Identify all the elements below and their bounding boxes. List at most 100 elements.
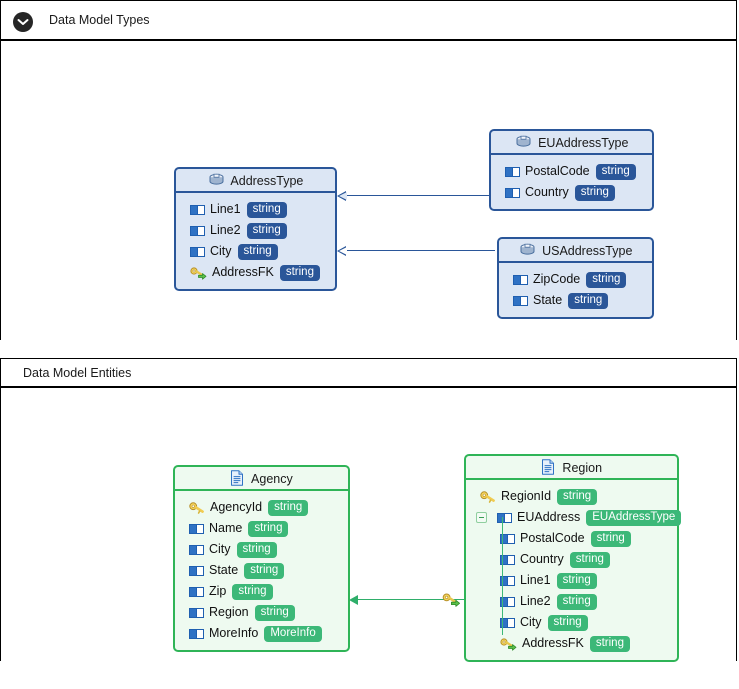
field-row[interactable]: City string	[176, 241, 335, 262]
field-type-badge: string	[246, 201, 287, 218]
field-row[interactable]: Country string	[491, 182, 652, 203]
attribute-icon	[505, 187, 520, 198]
panel-data-model-entities: Data Model Entities	[0, 358, 737, 689]
field-type-badge: string	[246, 222, 287, 239]
primary-key-icon	[480, 490, 496, 504]
attribute-icon	[189, 628, 204, 639]
field-name: City	[210, 244, 232, 258]
attribute-icon	[500, 533, 515, 544]
field-name: Line2	[210, 223, 241, 237]
entity-icon	[230, 470, 244, 486]
field-name: MoreInfo	[209, 626, 259, 640]
attribute-icon	[190, 246, 205, 257]
panel-header-entities: Data Model Entities	[1, 359, 736, 388]
field-row[interactable]: PostalCode string	[466, 528, 677, 549]
foreign-key-icon	[190, 265, 207, 280]
chevron-down-icon[interactable]	[13, 12, 33, 32]
field-type-badge: string	[279, 264, 320, 281]
field-name: Name	[209, 521, 243, 535]
field-name: EUAddress	[517, 510, 581, 524]
field-name: Line1	[210, 202, 241, 216]
field-type-badge: EUAddressType	[586, 509, 682, 526]
field-row[interactable]: Region string	[175, 602, 348, 623]
field-row[interactable]: RegionId string	[466, 486, 677, 507]
field-row[interactable]: Line1 string	[466, 570, 677, 591]
node-agency[interactable]: Agency AgencyId string	[173, 465, 350, 652]
field-name: AddressFK	[212, 265, 274, 279]
field-row[interactable]: State string	[175, 560, 348, 581]
node-title-label: Agency	[251, 472, 293, 486]
field-name: Country	[525, 185, 569, 199]
attribute-icon	[190, 204, 205, 215]
field-name: Country	[520, 552, 564, 566]
field-row[interactable]: EUAddress EUAddressType	[466, 507, 682, 528]
panel-header-types: Data Model Types	[1, 1, 736, 41]
node-body-euaddresstype: PostalCode string Country string	[491, 155, 652, 209]
field-row[interactable]: City string	[175, 539, 348, 560]
field-type-badge: string	[586, 271, 627, 288]
field-type-badge: string	[236, 541, 277, 558]
attribute-icon	[513, 295, 528, 306]
field-row[interactable]: PostalCode string	[491, 161, 652, 182]
node-body-usaddresstype: ZipCode string State string	[499, 263, 652, 317]
field-type-badge: string	[556, 572, 597, 589]
field-row[interactable]: Line1 string	[176, 199, 335, 220]
complex-type-icon	[515, 134, 532, 149]
attribute-icon	[513, 274, 528, 285]
field-row[interactable]: Country string	[466, 549, 677, 570]
field-row[interactable]: State string	[499, 290, 652, 311]
field-type-badge: string	[268, 499, 309, 516]
connector-euaddresstype-to-addresstype	[337, 191, 489, 201]
field-row[interactable]: AgencyId string	[175, 497, 348, 518]
node-euaddresstype[interactable]: EUAddressType PostalCode string Country …	[489, 129, 654, 211]
field-name: Line2	[520, 594, 551, 608]
field-row[interactable]: Zip string	[175, 581, 348, 602]
foreign-key-icon	[442, 591, 461, 611]
attribute-icon	[189, 523, 204, 534]
field-name: RegionId	[501, 489, 552, 503]
field-row[interactable]: AddressFK string	[466, 633, 677, 654]
field-type-badge: MoreInfo	[264, 625, 322, 642]
field-name: State	[209, 563, 239, 577]
field-name: State	[533, 293, 563, 307]
field-name: Line1	[520, 573, 551, 587]
complex-type-icon	[519, 242, 536, 257]
node-title-label: EUAddressType	[538, 136, 629, 150]
attribute-icon	[500, 575, 515, 586]
node-addresstype[interactable]: AddressType Line1 string Line2 string Ci…	[174, 167, 337, 291]
node-title-label: Region	[562, 461, 603, 475]
solid-triangle-arrowhead	[349, 595, 358, 605]
field-name: AgencyId	[210, 500, 263, 514]
node-title-usaddresstype: USAddressType	[499, 239, 652, 263]
panel-title-types: Data Model Types	[49, 13, 150, 27]
collapse-expander-toggle[interactable]	[476, 512, 487, 523]
node-usaddresstype[interactable]: USAddressType ZipCode string State strin…	[497, 237, 654, 319]
field-type-badge: string	[244, 562, 285, 579]
field-name: Region	[209, 605, 249, 619]
tree-connector-line	[502, 517, 503, 635]
field-row[interactable]: AddressFK string	[176, 262, 335, 283]
field-type-badge: string	[254, 604, 295, 621]
field-row[interactable]: ZipCode string	[499, 269, 652, 290]
field-type-badge: string	[589, 635, 630, 652]
attribute-icon	[505, 166, 520, 177]
attribute-icon	[189, 544, 204, 555]
field-name: PostalCode	[525, 164, 590, 178]
field-type-badge: string	[590, 530, 631, 547]
field-row[interactable]: City string	[466, 612, 677, 633]
panel-data-model-types: Data Model Types	[0, 0, 737, 379]
field-type-badge: string	[568, 292, 609, 309]
node-region[interactable]: Region RegionId string	[464, 454, 682, 662]
attribute-icon	[190, 225, 205, 236]
field-row[interactable]: MoreInfo MoreInfo	[175, 623, 348, 644]
attribute-icon	[500, 554, 515, 565]
entity-icon	[541, 459, 555, 475]
field-row[interactable]: Line2 string	[176, 220, 335, 241]
field-row[interactable]: Line2 string	[466, 591, 677, 612]
field-name: City	[520, 615, 542, 629]
field-row[interactable]: Name string	[175, 518, 348, 539]
node-title-label: AddressType	[230, 174, 304, 188]
attribute-icon	[189, 586, 204, 597]
complex-type-icon	[208, 172, 225, 187]
foreign-key-icon	[500, 636, 517, 651]
